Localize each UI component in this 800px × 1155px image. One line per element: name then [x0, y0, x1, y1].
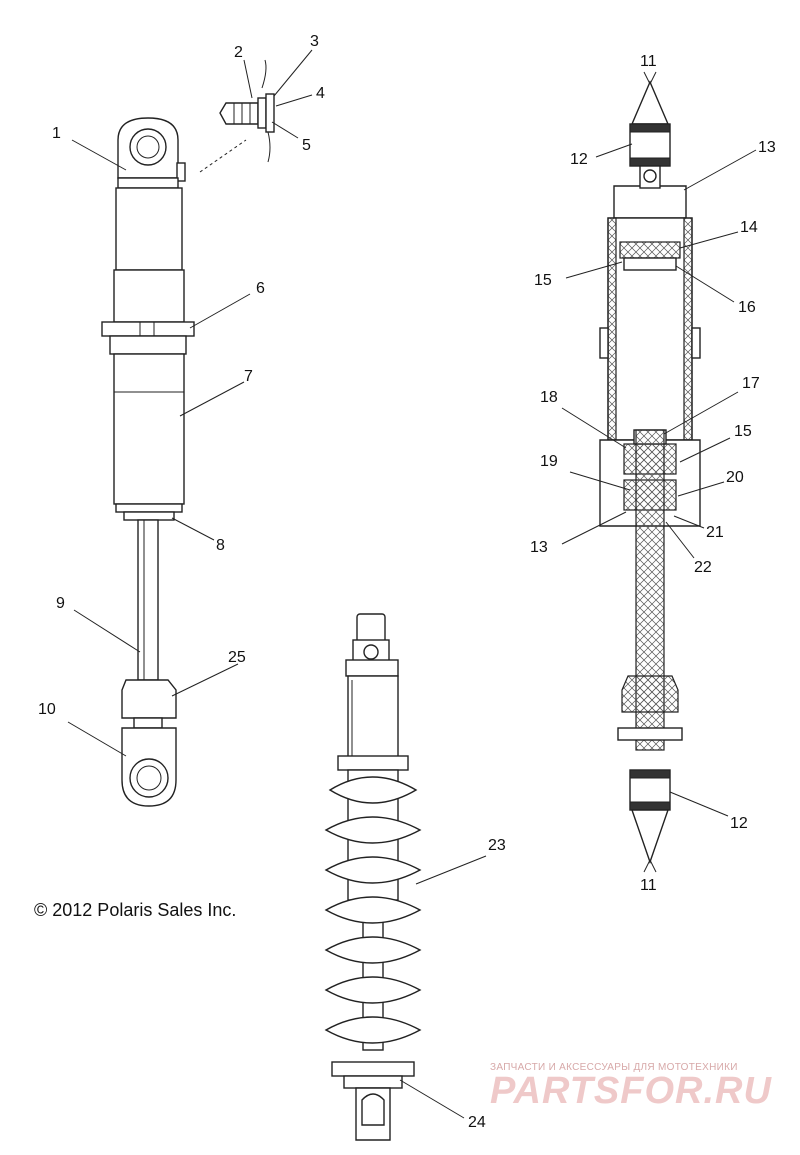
callout-23: 23	[488, 837, 506, 854]
callout-7: 7	[244, 368, 253, 385]
callout-25: 25	[228, 649, 246, 666]
callout-12-top: 12	[570, 151, 588, 168]
callout-14: 14	[740, 219, 758, 236]
shaft	[137, 519, 159, 681]
coil-spring	[324, 776, 422, 1044]
callout-18: 18	[540, 389, 558, 406]
bumper	[121, 679, 177, 719]
callout-8: 8	[216, 537, 225, 554]
callout-5: 5	[302, 137, 311, 154]
spring-seat-top	[337, 755, 409, 771]
reservoir-body	[113, 269, 185, 323]
top-cone	[630, 80, 670, 125]
callout-13-top: 13	[758, 139, 776, 156]
callout-11-top: 11	[640, 53, 657, 70]
callout-24: 24	[468, 1114, 486, 1131]
callout-9: 9	[56, 595, 65, 612]
cutaway-bumper	[621, 675, 679, 713]
callout-20: 20	[726, 469, 744, 486]
valve-assembly	[199, 59, 275, 173]
callout-15-mid: 15	[734, 423, 752, 440]
air-valve	[176, 162, 186, 182]
valve-core	[219, 102, 259, 125]
callout-4: 4	[316, 85, 325, 102]
right-cutaway-shock	[599, 80, 701, 865]
preload-ring	[101, 321, 195, 337]
upper-body	[115, 187, 183, 271]
callout-12-bot: 12	[730, 815, 748, 832]
seal-head	[123, 511, 175, 521]
callout-15-top: 15	[534, 272, 552, 289]
leader-lines	[67, 49, 757, 1119]
copyright-text: © 2012 Polaris Sales Inc.	[34, 900, 237, 920]
main-body	[113, 353, 185, 505]
watermark-logo: PARTSFOR.RU	[490, 1070, 772, 1112]
callout-10: 10	[38, 701, 56, 718]
callout-19: 19	[540, 453, 558, 470]
top-cap	[613, 185, 687, 219]
callout-1: 1	[52, 125, 61, 142]
spring-seat-bottom	[331, 1061, 415, 1077]
bottom-cone	[631, 809, 669, 865]
callout-6: 6	[256, 280, 265, 297]
callout-11-bot: 11	[640, 877, 657, 894]
callout-2: 2	[234, 44, 243, 61]
callout-3: 3	[310, 33, 319, 50]
floating-piston	[619, 241, 681, 259]
callout-labels: 1 2 3 4 5 6 7 8 9 25 10 11 12 13 14 15 1…	[38, 33, 776, 1131]
watermark-tagline: ЗАПЧАСТИ И АКСЕССУАРЫ ДЛЯ МОТОТЕХНИКИ	[490, 1062, 738, 1073]
top-eyelet-bushing	[129, 128, 167, 166]
callout-16: 16	[738, 299, 756, 316]
center-shock	[324, 613, 422, 1141]
callout-17: 17	[742, 375, 760, 392]
center-body	[347, 675, 399, 761]
callout-21: 21	[706, 524, 724, 541]
left-shock	[101, 117, 195, 807]
callout-22: 22	[694, 559, 712, 576]
callout-13-bot: 13	[530, 539, 548, 556]
